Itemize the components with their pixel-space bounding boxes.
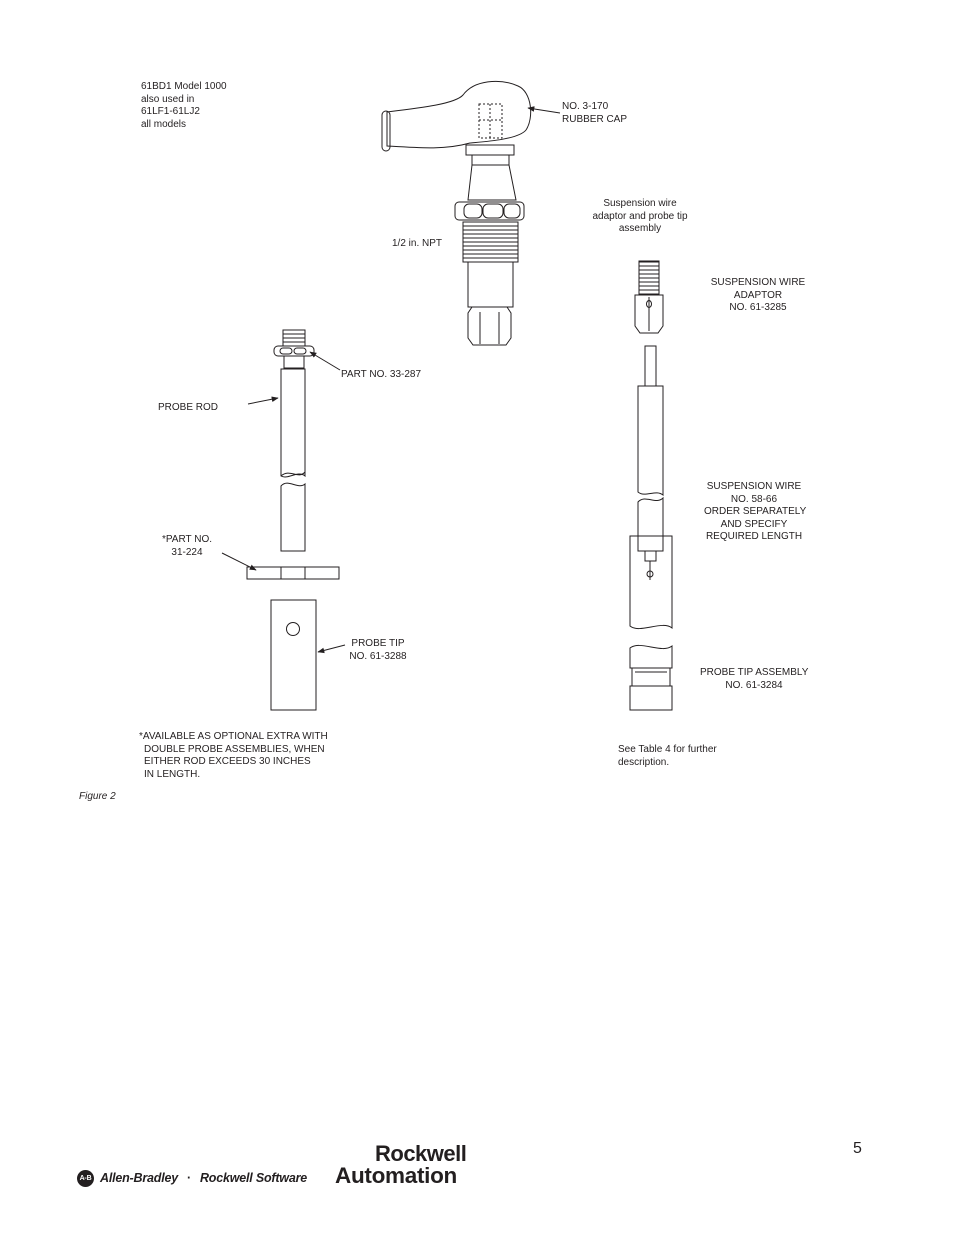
suspension-wire-label: SUSPENSION WIRE NO. 58-66 ORDER SEPARATE…	[704, 481, 807, 542]
allen-bradley-logo-icon: A-B	[77, 1169, 94, 1187]
allen-bradley-text: Allen-Bradley	[100, 1171, 178, 1185]
part-33-287-label: PART NO. 33-287	[341, 369, 422, 380]
part-31-224-label: *PART NO. 31-224	[161, 534, 212, 558]
suspension-wire-assembly	[629, 260, 673, 711]
rubber-cap-label: NO. 3-170 RUBBER CAP	[562, 101, 628, 125]
suspension-adaptor-label: SUSPENSION WIRE ADAPTOR NO. 61-3285	[710, 277, 806, 313]
brand-separator: ·	[186, 1171, 191, 1185]
suspension-assembly-label: Suspension wire adaptor and probe tip as…	[592, 198, 688, 234]
probe-tip-assembly-label: PROBE TIP ASSEMBLY NO. 61-3284	[700, 667, 809, 691]
figure-caption: Figure 2	[79, 791, 116, 802]
probe-rod-upper	[280, 368, 306, 478]
probe-rod-label: PROBE ROD	[158, 402, 219, 413]
suspension-adaptor	[634, 294, 664, 334]
washer-31-224	[246, 566, 340, 580]
footer-brands: A-B Allen-Bradley · Rockwell Software	[77, 1168, 307, 1188]
page-number: 5	[853, 1140, 862, 1157]
rockwell-automation-logo: Rockwell Automation	[335, 1141, 467, 1188]
model-note: 61BD1 Model 1000 also used in 61LF1-61LJ…	[141, 81, 227, 130]
probe-tip-label: PROBE TIP NO. 61-3288	[349, 638, 407, 662]
probe-tip-61-3288	[270, 599, 317, 711]
rubber-cap	[386, 80, 532, 149]
npt-label: 1/2 in. NPT	[392, 238, 443, 249]
probe-rod-lower	[280, 482, 306, 552]
optional-extra-note: *AVAILABLE AS OPTIONAL EXTRA WITH DOUBLE…	[139, 731, 328, 780]
table-reference-note: See Table 4 for further description.	[618, 744, 717, 768]
rockwell-software-text: Rockwell Software	[199, 1171, 308, 1185]
probe-rod-assembly	[221, 329, 346, 711]
probe-head-assembly	[381, 80, 561, 346]
